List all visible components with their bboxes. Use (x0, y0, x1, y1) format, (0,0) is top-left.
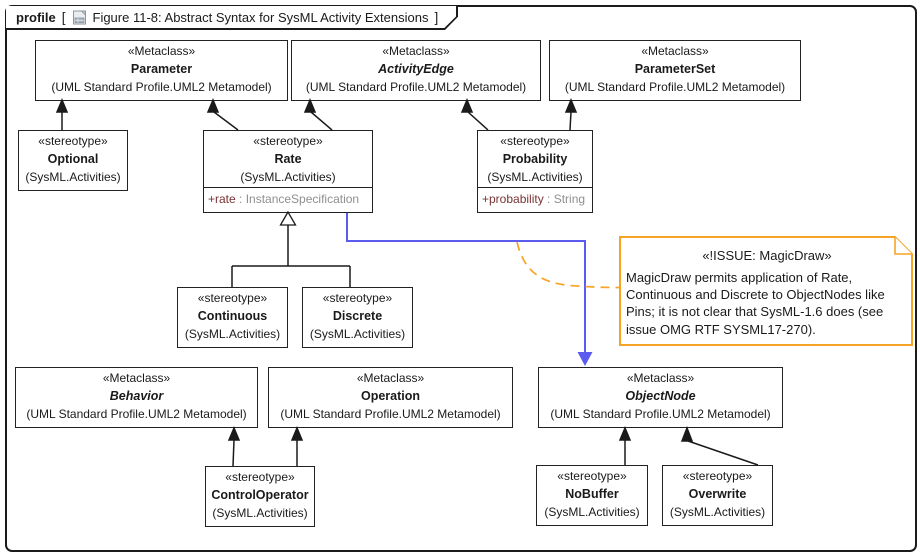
metaclass-name: Operation (360, 389, 421, 403)
metaclass-operation[interactable]: «Metaclass» Operation (UML Standard Prof… (268, 367, 513, 428)
stereotype-keyword: «stereotype» (197, 291, 268, 305)
issue-note[interactable]: «!ISSUE: MagicDraw» MagicDraw permits ap… (626, 247, 908, 338)
metaclass-name: ActivityEdge (378, 62, 454, 76)
stereotype-keyword: «stereotype» (322, 291, 393, 305)
diagram-kind-label: profile (16, 9, 56, 25)
stereotype-package: (SysML.Activities) (487, 170, 583, 184)
metaclass-package: (UML Standard Profile.UML2 Metamodel) (51, 80, 272, 94)
stereotype-name: Continuous (197, 309, 268, 323)
stereotype-discrete[interactable]: «stereotype» Discrete (SysML.Activities) (302, 287, 413, 348)
stereotype-name: Probability (502, 152, 568, 166)
metaclass-name: Behavior (109, 389, 164, 403)
attribute-compartment: +rate : InstanceSpecification (204, 187, 372, 208)
stereotype-keyword: «stereotype» (225, 470, 295, 484)
stereotype-probability[interactable]: «stereotype» Probability (SysML.Activiti… (477, 130, 593, 213)
stereotype-keyword: «stereotype» (682, 469, 753, 483)
stereotype-continuous[interactable]: «stereotype» Continuous (SysML.Activitie… (177, 287, 288, 348)
stereotype-name: Overwrite (688, 487, 747, 501)
metaclass-name: Parameter (130, 62, 193, 76)
stereotype-name: NoBuffer (565, 487, 619, 501)
issue-note-line: Continuous and Discrete to ObjectNodes l… (626, 287, 885, 303)
profile-diagram-icon (72, 10, 86, 24)
stereotype-package: (SysML.Activities) (309, 327, 406, 341)
attribute-type: : String (543, 192, 586, 206)
metaclass-activityedge[interactable]: «Metaclass» ActivityEdge (UML Standard P… (291, 40, 541, 101)
stereotype-name: Rate (274, 152, 302, 166)
stereotype-name: Discrete (332, 309, 383, 323)
metaclass-package: (UML Standard Profile.UML2 Metamodel) (26, 407, 247, 421)
metaclass-objectnode[interactable]: «Metaclass» ObjectNode (UML Standard Pro… (538, 367, 783, 428)
metaclass-keyword: «Metaclass» (641, 44, 709, 58)
attribute-type: : InstanceSpecification (235, 192, 360, 206)
attribute-name: +probability (482, 192, 544, 206)
metaclass-package: (UML Standard Profile.UML2 Metamodel) (305, 80, 527, 94)
issue-note-line: MagicDraw permits application of Rate, (626, 270, 853, 285)
issue-note-title: «!ISSUE: MagicDraw» (702, 248, 832, 263)
stereotype-name: ControlOperator (211, 488, 309, 502)
issue-note-line: Pins; it is not clear that SysML-1.6 doe… (626, 304, 884, 320)
stereotype-package: (SysML.Activities) (240, 170, 336, 184)
stereotype-keyword: «stereotype» (38, 134, 108, 148)
metaclass-name: ParameterSet (634, 62, 716, 76)
stereotype-name: Optional (47, 152, 99, 166)
metaclass-keyword: «Metaclass» (626, 371, 695, 385)
tab-open-bracket: [ (61, 9, 66, 25)
metaclass-package: (UML Standard Profile.UML2 Metamodel) (280, 407, 501, 421)
metaclass-behavior[interactable]: «Metaclass» Behavior (UML Standard Profi… (15, 367, 258, 428)
stereotype-controloperator[interactable]: «stereotype» ControlOperator (SysML.Acti… (205, 466, 315, 527)
metaclass-package: (UML Standard Profile.UML2 Metamodel) (564, 80, 786, 94)
metaclass-package: (UML Standard Profile.UML2 Metamodel) (550, 407, 771, 421)
stereotype-keyword: «stereotype» (253, 134, 323, 148)
stereotype-keyword: «stereotype» (500, 134, 570, 148)
stereotype-optional[interactable]: «stereotype» Optional (SysML.Activities) (18, 130, 128, 191)
tab-fill (6, 6, 456, 28)
stereotype-nobuffer[interactable]: «stereotype» NoBuffer (SysML.Activities) (536, 465, 648, 526)
stereotype-rate[interactable]: «stereotype» Rate (SysML.Activities) +ra… (203, 130, 373, 213)
metaclass-keyword: «Metaclass» (356, 371, 425, 385)
metaclass-keyword: «Metaclass» (382, 44, 450, 58)
diagram-tab[interactable]: profile [ Figure 11-8: Abstract Syntax f… (6, 6, 458, 30)
metaclass-keyword: «Metaclass» (102, 371, 171, 385)
attribute-compartment: +probability : String (478, 187, 592, 208)
issue-note-line: issue OMG RTF SYSML17-270). (626, 321, 816, 337)
metaclass-parameter[interactable]: «Metaclass» Parameter (UML Standard Prof… (35, 40, 288, 101)
stereotype-package: (SysML.Activities) (212, 506, 308, 520)
diagram-title: Figure 11-8: Abstract Syntax for SysML A… (92, 9, 429, 25)
stereotype-keyword: «stereotype» (557, 469, 627, 483)
metaclass-name: ObjectNode (625, 389, 696, 403)
stereotype-package: (SysML.Activities) (669, 505, 766, 519)
metaclass-parameterset[interactable]: «Metaclass» ParameterSet (UML Standard P… (549, 40, 801, 101)
attribute-name: +rate (208, 192, 236, 206)
stereotype-package: (SysML.Activities) (544, 505, 640, 519)
tab-close-bracket: ] (434, 9, 439, 25)
stereotype-package: (SysML.Activities) (25, 170, 121, 184)
stereotype-package: (SysML.Activities) (184, 327, 281, 341)
metaclass-keyword: «Metaclass» (127, 44, 196, 58)
stereotype-overwrite[interactable]: «stereotype» Overwrite (SysML.Activities… (662, 465, 773, 526)
